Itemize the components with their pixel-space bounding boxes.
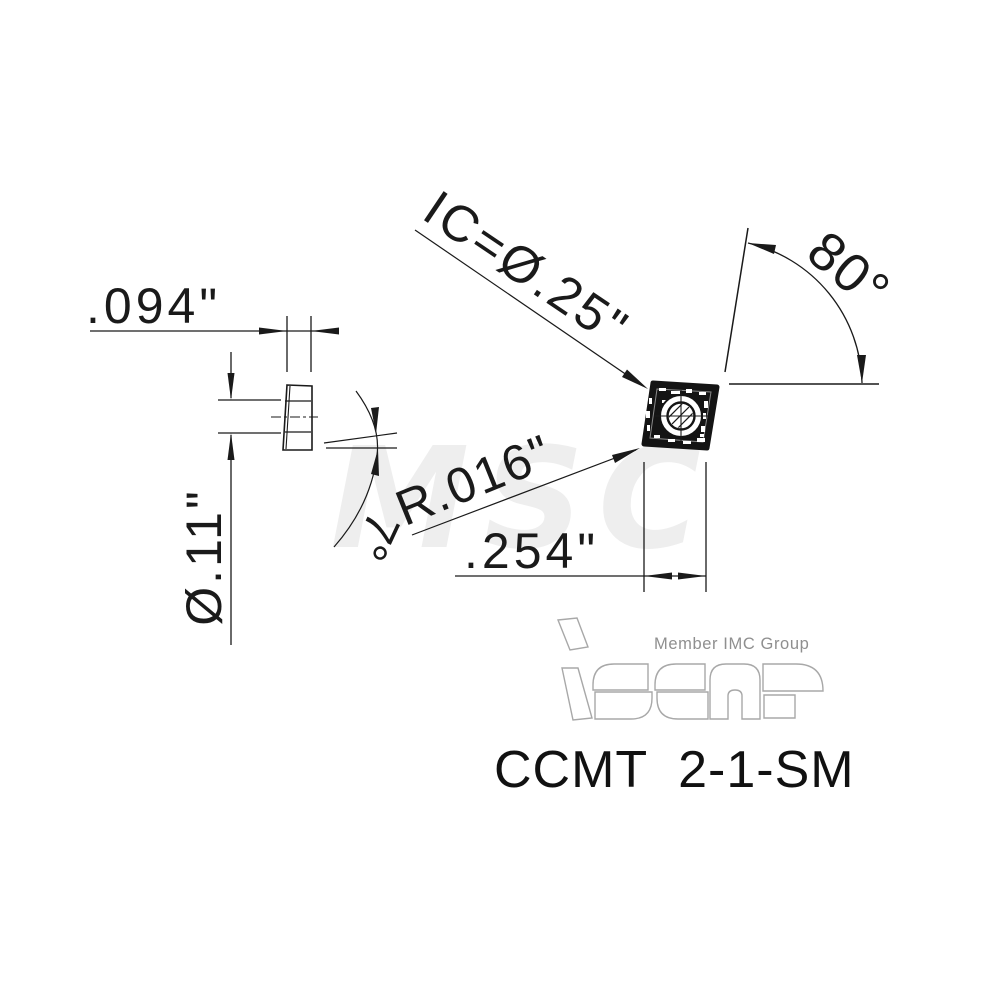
arrowhead [748, 243, 776, 254]
arrowhead [311, 327, 339, 335]
logo-r-bottom [763, 694, 796, 719]
dim-width-lines [455, 462, 707, 592]
msc-watermark: MSC [330, 418, 715, 581]
iscar-logo [557, 617, 824, 721]
logo-r-top [762, 663, 824, 692]
arrowhead [259, 327, 287, 335]
ic-leader [414, 229, 648, 389]
dim-thickness-lines [90, 316, 339, 372]
logo-c-top [654, 663, 706, 691]
logo-tagline: Member IMC Group [654, 635, 810, 653]
arrowhead [678, 572, 706, 580]
arrowhead [227, 433, 235, 460]
arrowhead [612, 448, 640, 463]
thickness-dimension-label: .094" [86, 278, 222, 334]
nose-angle-lines [724, 227, 879, 385]
insert-top-view [641, 380, 720, 451]
logo-s-bottom [594, 691, 653, 720]
part-number: CCMT 2-1-SM [494, 741, 855, 799]
arrowhead [371, 407, 379, 434]
cutting-width-dimension-label: .254" [464, 523, 600, 579]
hole-diameter-dimension-label: Ø.11" [176, 488, 232, 626]
arrowhead [622, 369, 648, 389]
arrowhead [227, 373, 235, 400]
logo-s-top [592, 663, 649, 691]
dim-hole-diameter-lines [218, 352, 281, 645]
radius-leader [411, 448, 640, 536]
logo-c-bottom [656, 691, 709, 720]
clearance-angle-lines [323, 390, 398, 548]
logo-a-arch [709, 663, 761, 720]
insert-side-view [271, 384, 318, 451]
logo-i-stem [561, 667, 593, 721]
hole-crosshair [655, 390, 708, 443]
arrowhead [857, 355, 866, 383]
logo-i-dot [557, 617, 589, 651]
arrowhead [644, 572, 672, 580]
arrowhead [371, 449, 379, 476]
chipbreaker-speckles [646, 388, 708, 444]
